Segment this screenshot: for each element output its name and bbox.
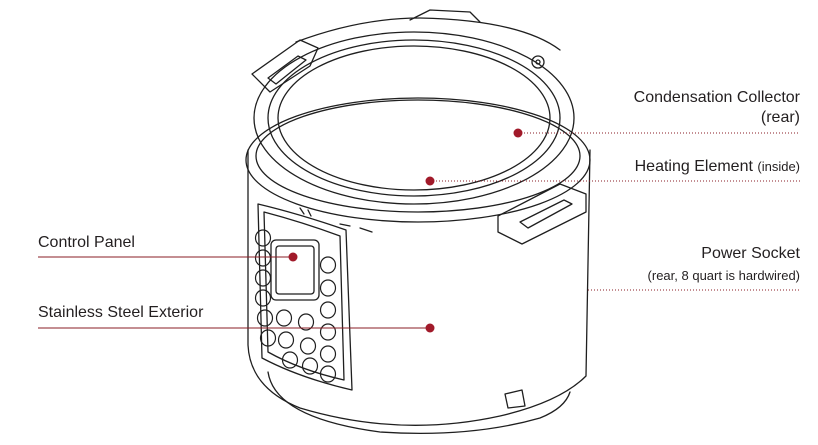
keypad-button — [256, 309, 274, 327]
keypad-button — [301, 357, 319, 375]
dot-condensation — [513, 128, 523, 138]
display-outer — [270, 239, 320, 301]
keypad-button — [281, 351, 299, 369]
right-handle — [497, 183, 587, 245]
keypad-button — [297, 313, 315, 331]
keypad-button — [319, 345, 337, 363]
control-panel-inner — [263, 211, 345, 381]
keypad-button — [254, 269, 272, 287]
label-condensation-collector: Condensation Collector — [633, 89, 800, 106]
cooker-base — [267, 371, 571, 435]
label-heating-element-row: Heating Element (inside) — [635, 158, 800, 176]
label-heating-element: Heating Element — [634, 158, 753, 175]
keypad-button — [319, 256, 337, 274]
condensation-collector-knob — [531, 55, 545, 69]
lid-ring — [267, 39, 561, 197]
dot-control — [288, 252, 298, 262]
rim-indicator-marks — [299, 207, 373, 233]
label-power-note: (rear, 8 quart is hardwired) — [647, 268, 800, 283]
label-stainless-exterior: Stainless Steel Exterior — [38, 304, 204, 321]
base-foot — [504, 389, 526, 409]
lid-top-edge — [295, 17, 561, 51]
keypad-button — [254, 229, 272, 247]
label-condensation-note: (rear) — [760, 109, 800, 126]
right-handle-slot — [519, 199, 573, 229]
keypad-button — [259, 329, 277, 347]
keypad-button — [254, 249, 272, 267]
control-panel-outer — [257, 203, 353, 391]
knob-center — [535, 59, 541, 65]
keypad-button — [299, 337, 317, 355]
keypad-button — [319, 365, 337, 383]
keypad-button — [319, 301, 337, 319]
keypad-button — [275, 309, 293, 327]
dot-exterior — [425, 323, 435, 333]
dot-heating — [425, 176, 435, 186]
left-handle-slot — [267, 55, 307, 85]
lid-outer — [253, 31, 575, 205]
keypad-button — [277, 331, 295, 349]
inner-pot-rim — [277, 45, 551, 191]
keypad-button — [319, 323, 337, 341]
body-rim-inner — [255, 99, 581, 213]
keypad-button — [254, 289, 272, 307]
cooker-body — [247, 149, 591, 426]
lid-tab — [409, 9, 481, 23]
left-handle — [251, 39, 319, 93]
keypad — [254, 229, 337, 383]
body-rim — [245, 97, 591, 223]
label-control-panel: Control Panel — [38, 234, 135, 251]
keypad-button — [319, 279, 337, 297]
label-heating-note: (inside) — [757, 159, 800, 174]
display-screen — [275, 245, 315, 295]
label-power-socket: Power Socket — [701, 245, 800, 262]
